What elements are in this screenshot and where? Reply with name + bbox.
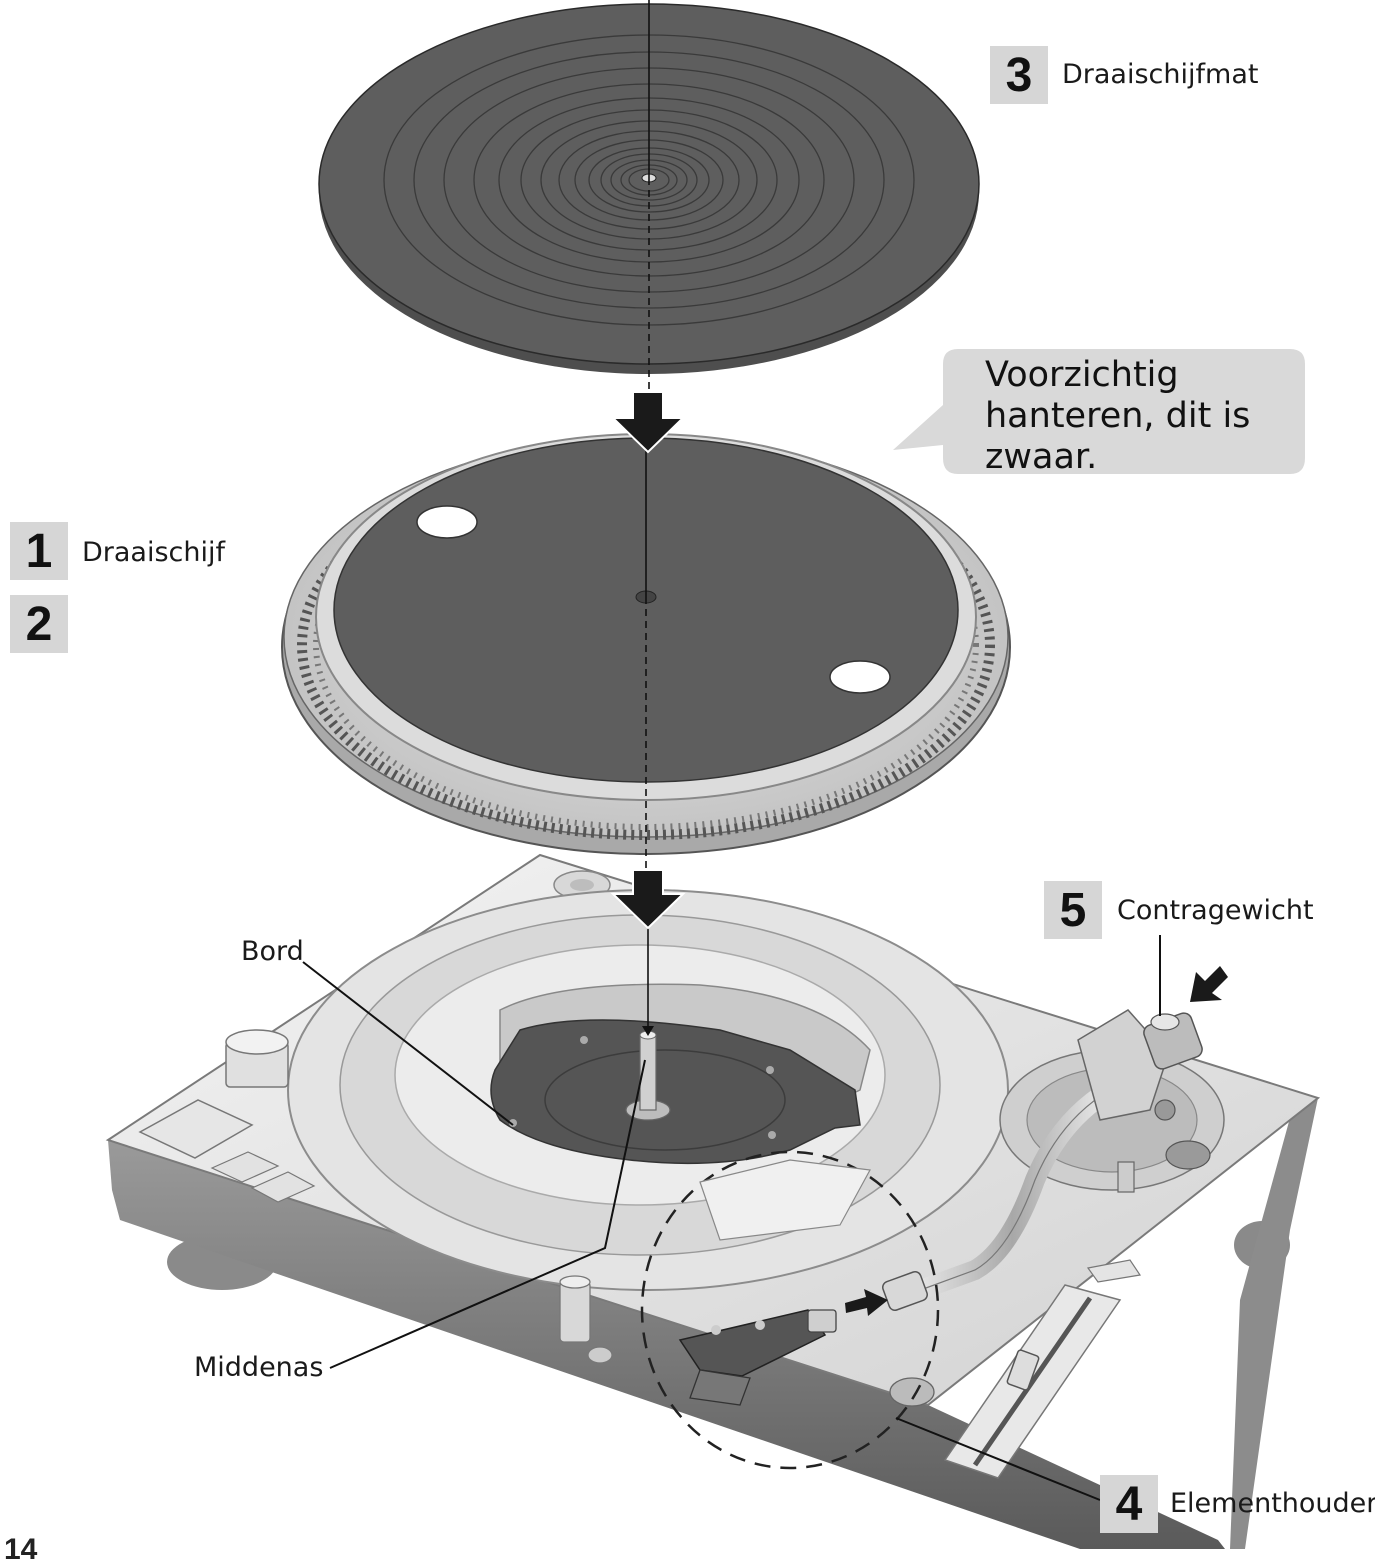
caution-callout-text: Voorzichtig hanteren, dit is zwaar. — [985, 355, 1251, 477]
counterweight-arrow — [1190, 966, 1228, 1002]
elementhouder-highlight — [640, 1150, 940, 1470]
step-2-box: 2 — [10, 595, 68, 653]
headshell-rest — [889, 1377, 935, 1407]
bord-label: Bord — [241, 936, 304, 967]
turntable-body — [105, 853, 1321, 1549]
pitch-slider — [943, 1259, 1142, 1479]
middenas-label: Middenas — [194, 1352, 324, 1383]
headshell — [678, 1271, 928, 1406]
platter-hole-right — [829, 660, 891, 694]
step-4-label: Elementhouder — [1170, 1488, 1375, 1519]
headshell-arrow — [845, 1289, 888, 1316]
elementhouder-leader — [895, 1417, 1101, 1501]
middenas-leader — [329, 1059, 646, 1369]
down-arrow-mat — [610, 391, 686, 454]
strobe-dots — [297, 450, 995, 840]
page-number: 14 — [4, 1533, 38, 1566]
caution-callout-bubble — [893, 349, 1305, 474]
bord-board — [490, 1019, 861, 1165]
down-arrow-platter — [610, 869, 686, 930]
step-5-label: Contragewicht — [1117, 895, 1314, 926]
step-3-box: 3 — [990, 46, 1048, 104]
body-side — [108, 1140, 1225, 1549]
middenas-spindle — [625, 1030, 671, 1121]
power-knob — [225, 1029, 289, 1088]
step-5-box: 5 — [1044, 881, 1102, 939]
spindle-arrowhead — [642, 1026, 654, 1036]
platter — [281, 433, 1011, 855]
bord-leader — [302, 961, 514, 1126]
step-1-label: Draaischijf — [82, 537, 226, 568]
speed-buttons — [210, 1151, 316, 1203]
leader-lines — [302, 935, 1161, 1501]
platter-hole-left — [416, 505, 478, 539]
center-axis-line — [645, 0, 650, 1030]
step-4-box: 4 — [1100, 1475, 1158, 1533]
start-stop-button — [138, 1099, 254, 1159]
body-right-side — [1230, 1096, 1318, 1549]
adapter-holder — [559, 1275, 613, 1364]
counterweight — [1143, 1012, 1203, 1070]
step-1-box: 1 — [10, 522, 68, 580]
step-3-label: Draaischijfmat — [1062, 59, 1259, 90]
